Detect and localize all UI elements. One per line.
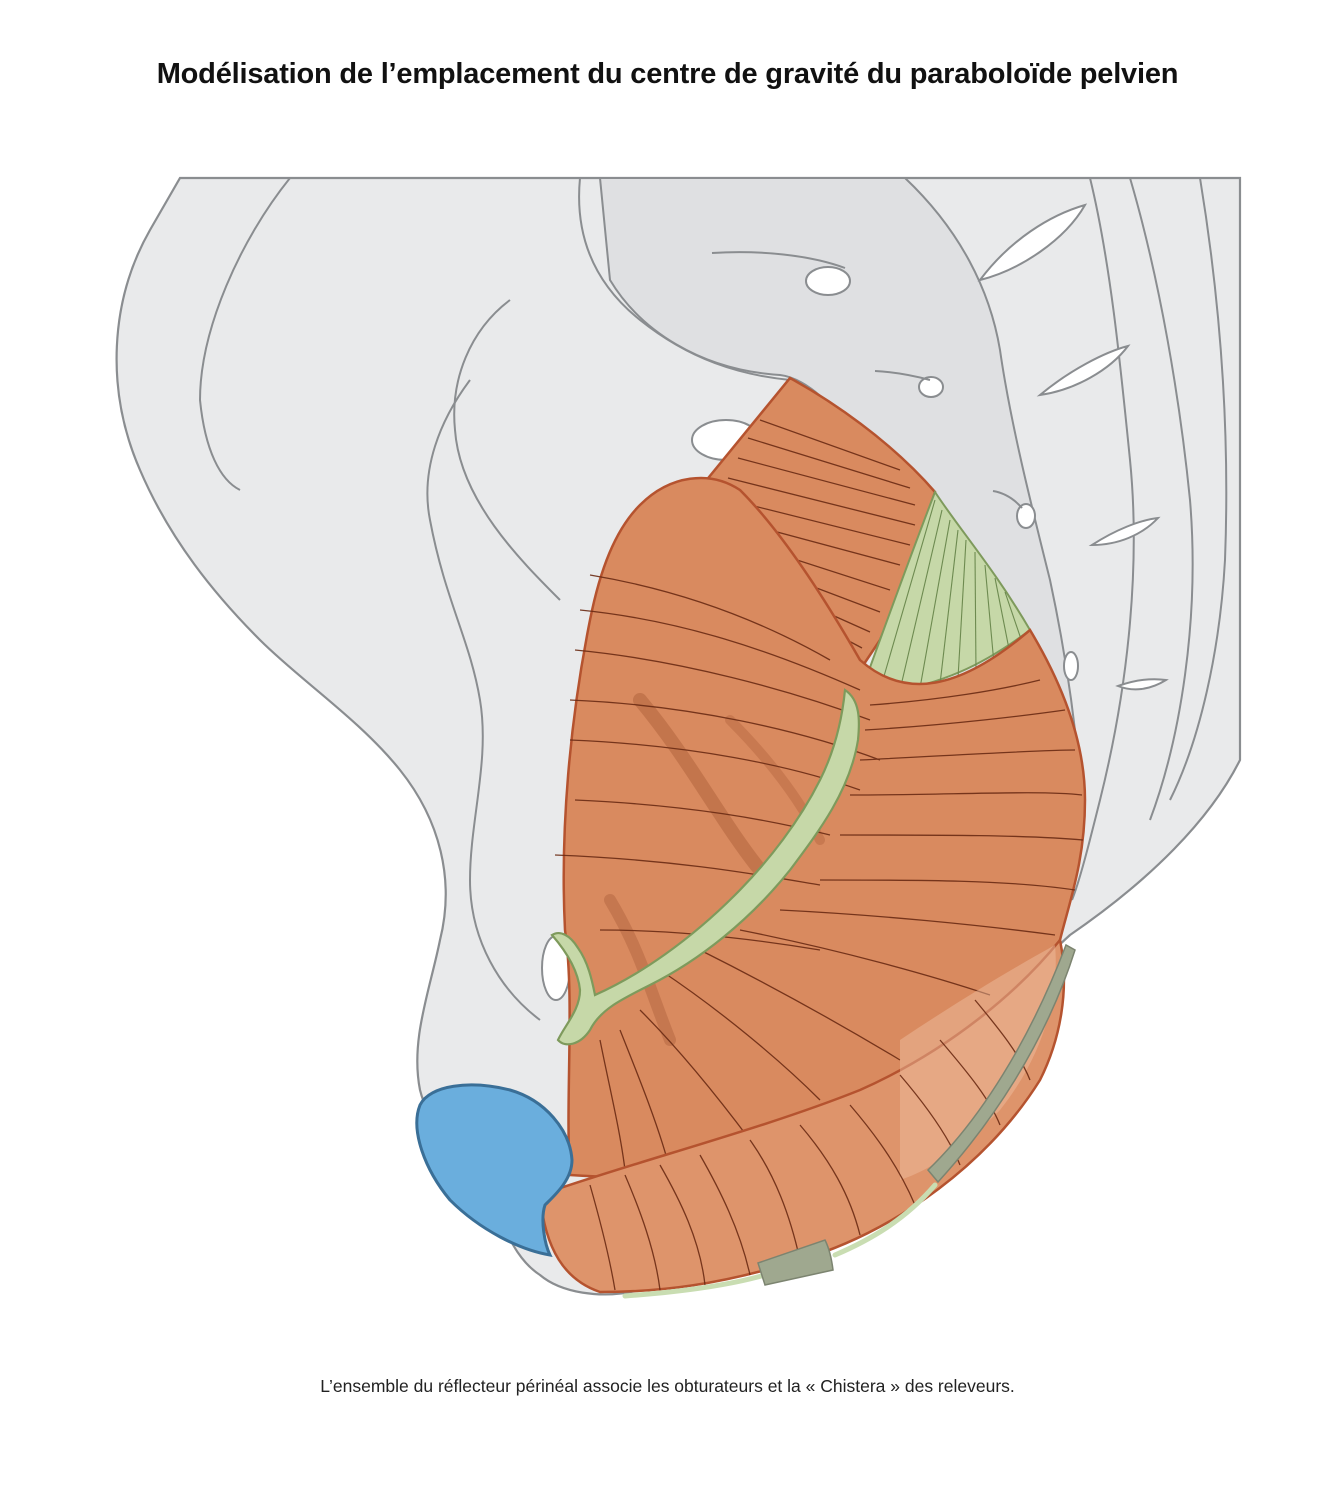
foramen-4 <box>1063 651 1079 681</box>
figure-title: Modélisation de l’emplacement du centre … <box>156 58 1179 90</box>
ligament-fan <box>858 489 1032 697</box>
coccyx-strand-3 <box>1169 177 1228 801</box>
inner-contour <box>198 177 291 491</box>
foramen-3 <box>1016 503 1036 529</box>
coccyx-strand-1 <box>1071 177 1135 901</box>
sacral-line-2 <box>874 370 931 381</box>
chistera-band <box>538 937 1066 1294</box>
sacrum-contour <box>578 177 791 381</box>
vertebral-slit-1 <box>977 203 1088 282</box>
blue-structure <box>415 1083 574 1257</box>
coccyx-strand-2 <box>1129 177 1194 821</box>
foramen-2 <box>918 376 944 398</box>
vertebral-slit-3 <box>1088 516 1161 547</box>
foramen-1 <box>805 266 851 296</box>
figure-caption: L’ensemble du réflecteur périnéal associ… <box>320 1376 1015 1396</box>
vertebral-slit-4 <box>1115 678 1169 691</box>
vertebral-slit-2 <box>1036 344 1131 397</box>
levator-ani-sheet <box>554 476 1087 1178</box>
sacral-line-1 <box>711 251 846 269</box>
rectum-contour <box>426 379 541 1021</box>
rim-segments <box>622 943 1076 1299</box>
sacral-line-3 <box>992 490 1023 509</box>
tendinous-arch <box>550 688 861 1046</box>
bladder-contour <box>453 299 561 601</box>
